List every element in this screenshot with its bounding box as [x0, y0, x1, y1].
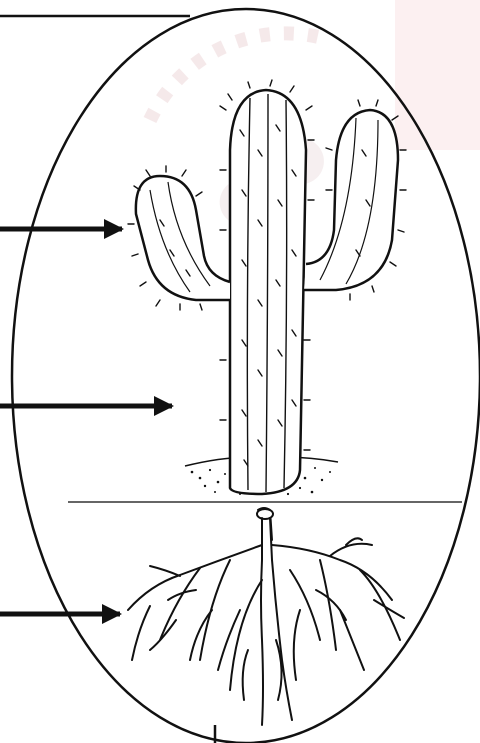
cactus-right-arm	[304, 110, 398, 290]
watermark: ● ●	[150, 0, 480, 242]
cactus-roots	[128, 508, 404, 725]
